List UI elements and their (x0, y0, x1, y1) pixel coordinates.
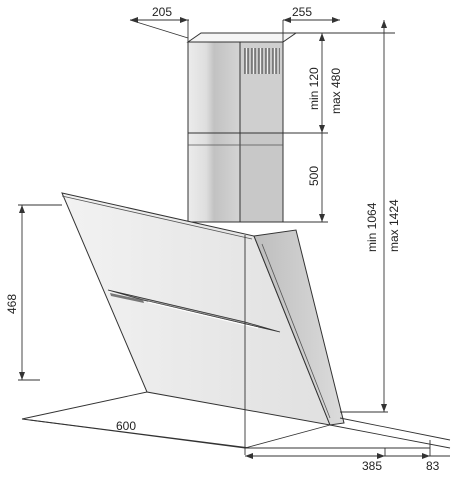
dim-min-upper: min 120 (307, 67, 321, 110)
chimney-lower-side (239, 132, 284, 223)
chimney-lower-front (187, 132, 241, 223)
dim-hood-width: 600 (116, 419, 136, 433)
chimney-upper-front (187, 41, 241, 134)
side-panel (253, 229, 345, 426)
control-slot (107, 289, 281, 333)
dimension-lines (18, 19, 451, 457)
vent-slots (244, 48, 280, 74)
dim-hood-height: 468 (5, 294, 19, 314)
dim-max-total: max 1424 (387, 199, 401, 252)
dim-max-upper: max 480 (329, 68, 343, 114)
dim-chimney-width: 205 (152, 5, 172, 19)
dim-hood-depth: 385 (362, 459, 382, 473)
chimney-top-face (186, 32, 298, 43)
dim-chimney-depth: 255 (292, 5, 312, 19)
dim-lower-section: 500 (307, 166, 321, 186)
hood-body (61, 192, 345, 426)
arrowheads (19, 17, 430, 459)
dim-glass-offset: 83 (426, 459, 440, 473)
dim-min-total: min 1064 (365, 202, 379, 252)
chimney (186, 32, 298, 223)
